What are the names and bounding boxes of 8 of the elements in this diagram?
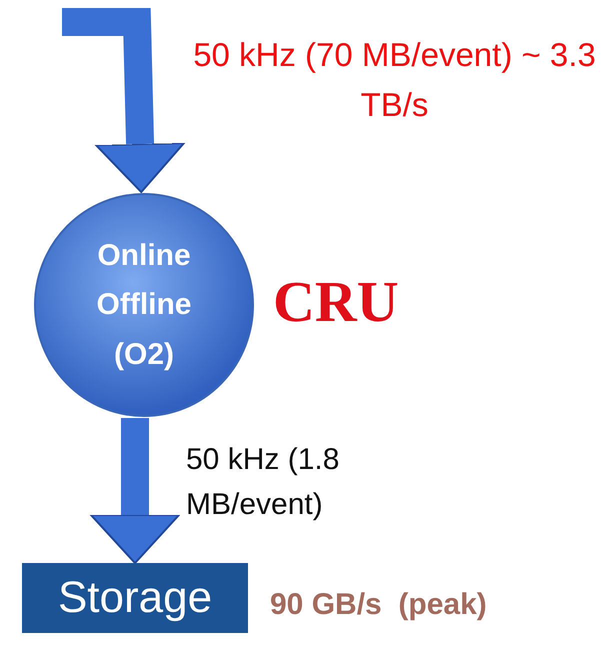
- rate-label: 90 GB/s (peak): [270, 588, 487, 622]
- process-circle: [33, 192, 255, 418]
- node-label: Storage: [58, 573, 212, 623]
- block-arrow: [62, 8, 186, 194]
- storage-box: [22, 563, 248, 633]
- node-label: Online Offline (O2): [96, 238, 192, 373]
- block-arrow: [90, 418, 180, 564]
- unit-label: CRU: [273, 268, 399, 335]
